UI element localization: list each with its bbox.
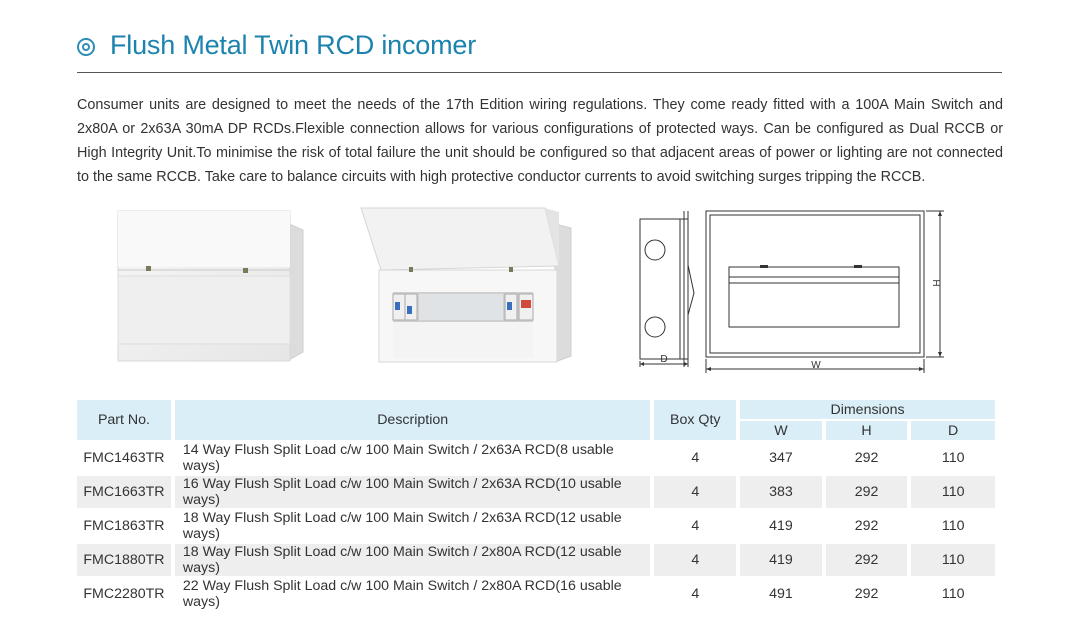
cell-h: 292 [825,476,908,508]
cell-box-qty: 4 [691,518,700,534]
cell-description: 18 Way Flush Split Load c/w 100 Main Swi… [182,510,622,542]
cell-h: 292 [854,518,879,534]
cell-box-qty: 4 [654,544,737,576]
cell-w: 383 [740,476,822,508]
product-spec-table: Part No. Description Box Qty Dimensions … [73,398,999,612]
cell-part-no: FMC1863TR [83,518,165,534]
header-box-qty: Box Qty [654,400,737,440]
header-description: Description [174,400,651,440]
cell-h: 292 [854,450,879,466]
previous-section-fragment [82,0,402,2]
cell-d: 110 [941,450,965,466]
product-image-open [359,206,575,373]
header-w: W [740,421,822,440]
cell-description: 14 Way Flush Split Load c/w 100 Main Swi… [182,442,614,474]
cell-description: 18 Way Flush Split Load c/w 100 Main Swi… [174,544,651,576]
cell-d: 110 [911,544,995,576]
cell-box-qty: 4 [654,476,737,508]
cell-box-qty: 4 [691,450,700,466]
width-label: W [811,360,821,371]
cell-w: 347 [769,450,793,466]
section-heading: Flush Metal Twin RCD incomer [77,30,476,61]
dimension-drawing: D W H [632,205,948,380]
cell-w: 419 [769,518,793,534]
height-label: H [930,279,941,286]
cell-w: 491 [769,586,793,602]
cell-d: 110 [941,586,965,602]
intro-paragraph: Consumer units are designed to meet the … [77,97,1003,185]
cell-part-no: FMC1880TR [77,544,171,576]
header-part-no: Part No. [77,400,171,440]
depth-label: D [660,354,667,365]
header-d: D [911,421,995,440]
cell-description: 16 Way Flush Split Load c/w 100 Main Swi… [174,476,651,508]
header-h: H [825,421,908,440]
cell-part-no: FMC1463TR [83,450,165,466]
cell-part-no: FMC1663TR [77,476,171,508]
table-row: FMC1880TR 18 Way Flush Split Load c/w 10… [77,544,995,576]
header-dimensions: Dimensions [740,400,995,419]
cell-part-no: FMC2280TR [83,586,165,602]
cell-h: 292 [825,544,908,576]
concentric-circles-icon [77,37,95,56]
cell-d: 110 [941,518,965,534]
table-row: FMC1463TR 14 Way Flush Split Load c/w 10… [77,442,995,474]
cell-h: 292 [854,586,879,602]
table-row: FMC1663TR 16 Way Flush Split Load c/w 10… [77,476,995,508]
cell-w: 419 [740,544,822,576]
table-row: FMC1863TR 18 Way Flush Split Load c/w 10… [77,510,995,542]
table-row: FMC2280TR 22 Way Flush Split Load c/w 10… [77,578,995,610]
title-divider [77,72,1002,73]
page-title: Flush Metal Twin RCD incomer [110,30,477,60]
cell-description: 22 Way Flush Split Load c/w 100 Main Swi… [182,578,622,610]
cell-box-qty: 4 [691,586,700,602]
cell-d: 110 [911,476,995,508]
product-image-closed [115,208,307,373]
